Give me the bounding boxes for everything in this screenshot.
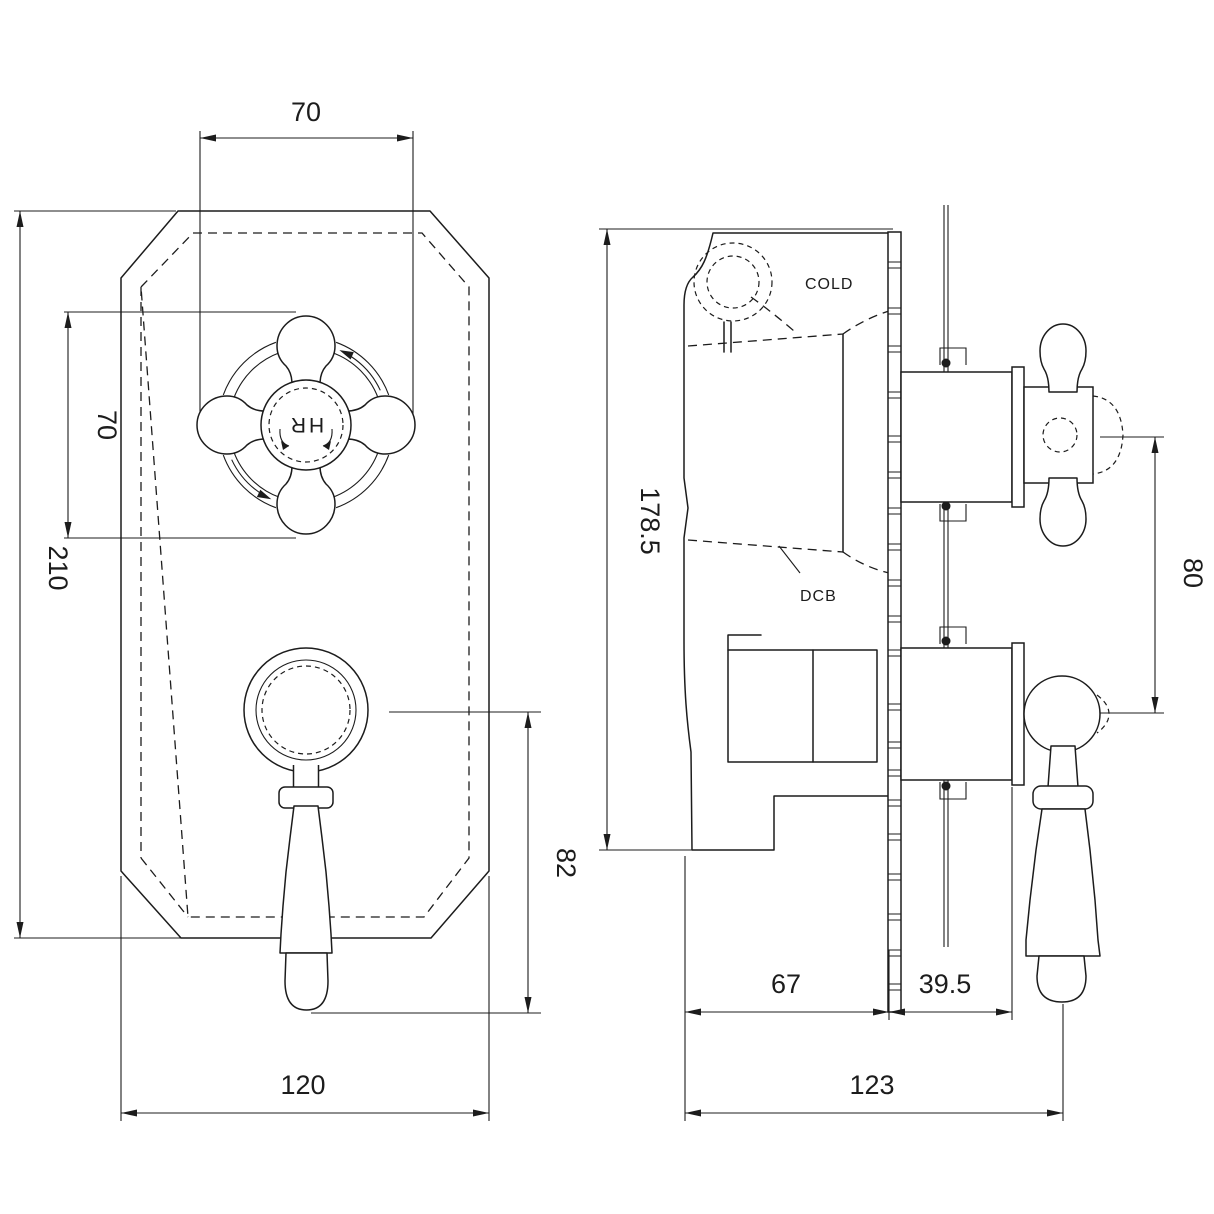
dim-plate-width: 120 xyxy=(120,876,490,1121)
handle-lobe xyxy=(276,315,336,418)
upper-cartridge-side xyxy=(900,323,1124,547)
rotation-arrowhead-lower xyxy=(256,489,272,500)
upper-stem-hidden xyxy=(1042,417,1078,453)
dim-body-depth-label: 67 xyxy=(771,969,801,999)
lever-neck-side xyxy=(1047,745,1079,788)
cross-handle: HR xyxy=(196,315,416,535)
handle-hub-inner xyxy=(268,387,344,463)
dim-lever-drop: 82 xyxy=(311,711,581,1014)
hidden-cone-edges xyxy=(687,296,890,574)
lower-housing-divider xyxy=(727,634,814,763)
dim-handle-spacing-label: 80 xyxy=(1178,558,1208,588)
lever-knuckle-hidden xyxy=(1096,694,1110,734)
lower-housing xyxy=(727,649,878,763)
cold-inlet-port-outer xyxy=(693,242,773,322)
front-view: 210 70 70 82 120 xyxy=(14,97,581,1121)
mounting-plate-ticks xyxy=(888,261,901,991)
wall-line xyxy=(943,205,949,947)
dim-overall-depth-label: 123 xyxy=(849,1070,894,1100)
dim-body-depth: 67 xyxy=(684,856,890,1121)
cold-inlet-port-inner xyxy=(706,255,760,309)
lever-knuckle xyxy=(1023,675,1101,753)
dim-plate-width-label: 120 xyxy=(280,1070,325,1100)
rotation-arrow-arc-upper xyxy=(346,353,381,391)
dim-plate-height: 210 xyxy=(14,210,181,939)
dim-wall-to-handle: 39.5 xyxy=(889,787,1013,1020)
dim-lever-drop-label: 82 xyxy=(551,848,581,878)
lever-tip-side xyxy=(1036,955,1087,1003)
upper-top-lobe xyxy=(1039,323,1087,393)
inlet-stem xyxy=(723,321,732,353)
wall-clips xyxy=(939,347,967,800)
dim-handle-spacing: 80 xyxy=(1100,436,1208,714)
upper-hub xyxy=(1023,386,1094,484)
side-view: 178.5 COLD DCB xyxy=(599,205,1208,1121)
dcb-leader-line xyxy=(778,545,801,574)
dim-handle-height: 70 xyxy=(64,311,296,539)
dim-overall-depth: 123 xyxy=(685,1004,1064,1121)
upper-bottom-lobe xyxy=(1039,477,1087,547)
dim-overall-height: 178.5 xyxy=(599,228,893,851)
dim-handle-width: 70 xyxy=(199,97,414,433)
handle-ring xyxy=(222,341,390,509)
lever-escutcheon-inner xyxy=(261,665,351,755)
plate-inner-dashed-outline xyxy=(140,232,470,918)
dim-overall-height-label: 178.5 xyxy=(635,487,665,555)
far-lobe-hidden xyxy=(1092,395,1124,475)
rotation-arrowhead-upper xyxy=(339,350,354,360)
handle-hub-label: HR xyxy=(288,413,324,436)
lever-collar xyxy=(278,786,334,809)
lever-handle-front xyxy=(243,647,369,1011)
lever-collar-side xyxy=(1032,785,1094,810)
dim-wall-to-handle-label: 39.5 xyxy=(919,969,972,999)
dim-plate-height-label: 210 xyxy=(43,545,73,590)
upper-flange xyxy=(1011,366,1025,508)
lever-tip xyxy=(284,952,329,1011)
cold-label: COLD xyxy=(805,276,853,293)
valve-body-outline xyxy=(683,232,891,851)
lever-body-side xyxy=(1025,808,1101,957)
dim-handle-width-label: 70 xyxy=(291,97,321,127)
plate-outline xyxy=(120,210,490,939)
upper-sleeve xyxy=(900,371,1013,503)
lever-body xyxy=(279,805,333,954)
lever-escutcheon-mid xyxy=(255,659,357,761)
lower-sleeve xyxy=(900,647,1013,781)
dim-handle-height-label: 70 xyxy=(92,410,122,440)
dcb-label: DCB xyxy=(800,588,837,605)
lower-cartridge-side xyxy=(900,642,1110,1003)
lower-flange xyxy=(1011,642,1025,786)
